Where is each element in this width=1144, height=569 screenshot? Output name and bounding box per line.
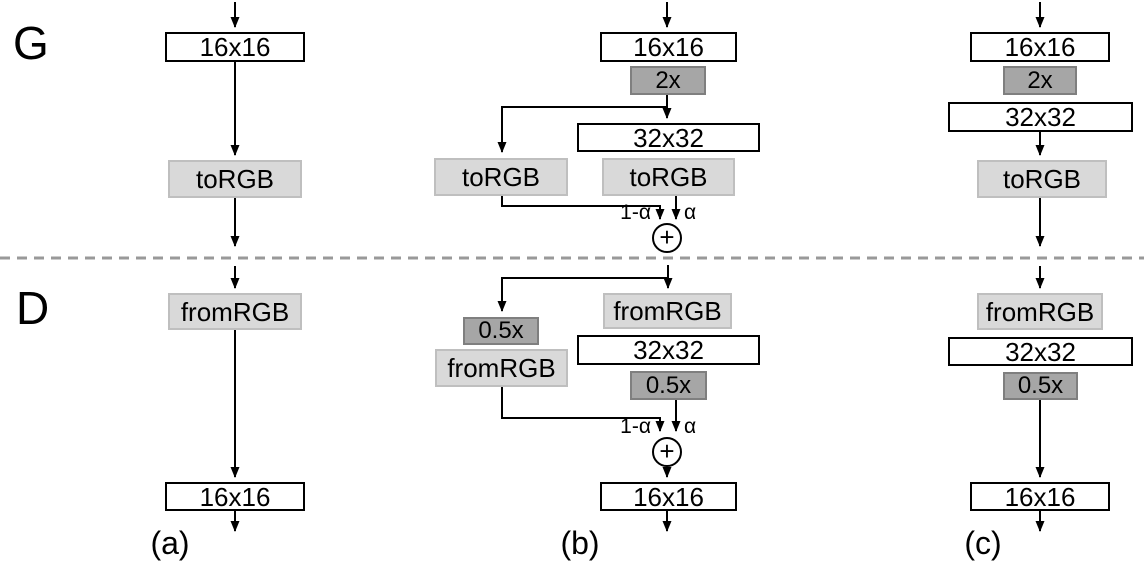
c-g-torgb-box: toRGB — [977, 160, 1107, 198]
b-d-resolution-box-16x16: 16x16 — [600, 482, 737, 511]
discriminator-row-label: D — [16, 282, 50, 334]
b-g-torgb-new-box: toRGB — [602, 158, 735, 196]
a-d-fromrgb-box: fromRGB — [168, 293, 302, 330]
a-d-resolution-box-16x16: 16x16 — [165, 482, 305, 511]
c-d-resolution-box-16x16: 16x16 — [970, 482, 1110, 511]
arrow-b-d-old-fromrgb-to-sum — [501, 387, 665, 432]
b-d-weight-alpha: α — [684, 415, 697, 438]
b-d-sum-node: + — [652, 437, 682, 467]
b-d-fromrgb-new-box: fromRGB — [603, 293, 732, 329]
b-g-resolution-box-32x32: 32x32 — [577, 123, 760, 152]
c-g-resolution-box-32x32: 32x32 — [948, 102, 1133, 132]
a-g-resolution-box-16x16: 16x16 — [165, 32, 305, 62]
c-d-downsample-05x-box: 0.5x — [1003, 372, 1078, 400]
b-d-weight-one-minus-alpha: 1-α — [620, 415, 651, 438]
b-g-weight-one-minus-alpha: 1-α — [620, 201, 651, 224]
b-d-downsample-05x-new-box: 0.5x — [630, 371, 707, 400]
b-g-torgb-old-box: toRGB — [434, 158, 568, 196]
c-g-upsample-2x-box: 2x — [1003, 66, 1077, 95]
a-g-torgb-box: toRGB — [168, 160, 302, 198]
arrow-b-g-old-torgb-to-sum — [501, 196, 665, 220]
c-d-resolution-box-32x32: 32x32 — [948, 337, 1133, 366]
arrow-b-g-skip-to-old-torgb — [497, 106, 667, 153]
c-g-resolution-box-16x16: 16x16 — [970, 32, 1110, 62]
b-d-fromrgb-old-box: fromRGB — [435, 349, 568, 387]
panel-b-caption: (b) — [560, 525, 600, 561]
b-g-weight-alpha: α — [684, 201, 697, 224]
panel-a-caption: (a) — [150, 525, 190, 561]
arrow-b-d-skip-to-05x — [497, 277, 668, 312]
c-d-fromrgb-box: fromRGB — [977, 293, 1103, 330]
b-g-sum-node: + — [652, 223, 682, 253]
generator-row-label: G — [13, 17, 49, 69]
b-g-resolution-box-16x16: 16x16 — [600, 32, 737, 62]
b-d-resolution-box-32x32: 32x32 — [577, 335, 760, 365]
b-d-downsample-05x-old-box: 0.5x — [463, 317, 539, 345]
panel-c-caption: (c) — [964, 525, 1002, 561]
b-g-upsample-2x-box: 2x — [630, 66, 706, 95]
